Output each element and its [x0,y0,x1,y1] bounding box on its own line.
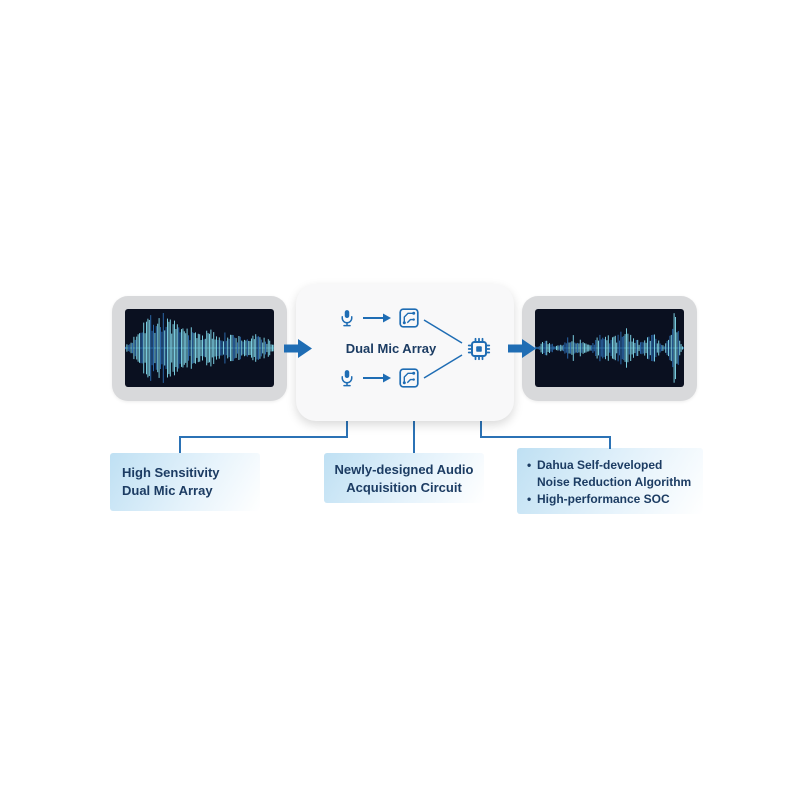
callout-text-line: Newly-designed Audio [334,462,474,477]
callout-connector-right [480,436,611,438]
small-arrow-right-icon [363,373,391,383]
callout-high-sensitivity: High Sensitivity Dual Mic Array [110,453,260,511]
callout-text-line: High Sensitivity [122,465,220,480]
circuit-board-icon [399,308,419,328]
bullet-marker: • [527,491,532,506]
callout-connector-right [609,436,611,449]
cpu-chip-icon [467,337,491,361]
bullet-text: High-performance SOC [537,491,670,506]
microphone-icon [341,370,353,387]
flow-arrow-right-icon [508,339,536,358]
converging-lines [423,319,463,379]
input-waveform-screen [125,309,274,387]
callout-connector-left [179,436,181,453]
clean-waveform-image [535,313,684,383]
bullet-item: • High-performance SOC [527,491,695,508]
callout-text-line: Acquisition Circuit [346,479,462,495]
bullet-marker: • [527,458,532,472]
circuit-board-icon [399,368,419,388]
flow-arrow-right-icon [284,339,312,358]
processing-card: Dual Mic Array [296,284,514,421]
dual-mic-array-label: Dual Mic Array [345,341,437,356]
callout-connector-left [179,436,348,438]
callout-connector-right [480,421,482,437]
bullet-text: Dahua Self-developed Noise Reduction Alg… [537,458,692,489]
callout-connector-left [346,421,348,437]
callout-text-line: Dual Mic Array [122,483,213,499]
callout-connector-center [413,421,415,453]
callout-acquisition-circuit: Newly-designed Audio Acquisition Circuit [324,453,484,503]
output-waveform-screen [535,309,684,387]
small-arrow-right-icon [363,313,391,323]
noisy-waveform-image [125,313,274,383]
microphone-icon [341,310,353,327]
callout-noise-reduction: • Dahua Self-developed Noise Reduction A… [517,448,703,514]
bullet-item: • Dahua Self-developed Noise Reduction A… [527,457,695,491]
